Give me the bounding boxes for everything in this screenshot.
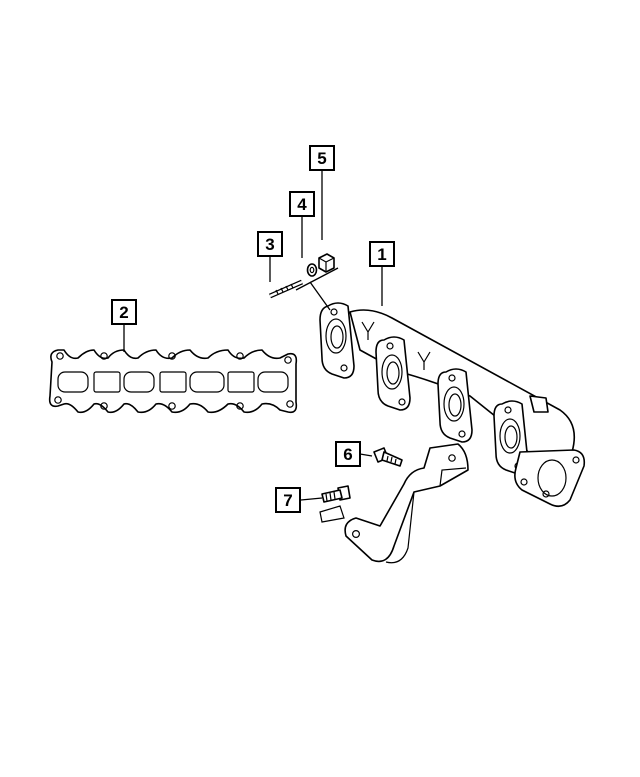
callout-6: 6 bbox=[335, 441, 361, 467]
svg-text:6: 6 bbox=[343, 445, 352, 464]
callout-5: 5 bbox=[309, 145, 335, 171]
callout-2: 2 bbox=[111, 299, 137, 325]
nut[interactable] bbox=[318, 253, 335, 273]
support-bracket[interactable] bbox=[344, 443, 469, 564]
leader-lines bbox=[123, 171, 383, 501]
bolt-7[interactable] bbox=[319, 485, 351, 523]
callout-7: 7 bbox=[275, 487, 301, 513]
exhaust-manifold[interactable] bbox=[319, 302, 586, 508]
callout-4: 4 bbox=[289, 191, 315, 217]
svg-text:3: 3 bbox=[265, 235, 274, 254]
stud[interactable] bbox=[268, 279, 304, 299]
svg-text:4: 4 bbox=[297, 195, 307, 214]
callout-3: 3 bbox=[257, 231, 283, 257]
svg-text:1: 1 bbox=[377, 245, 386, 264]
svg-text:7: 7 bbox=[283, 491, 292, 510]
manifold-gasket[interactable] bbox=[48, 349, 298, 414]
svg-text:2: 2 bbox=[119, 303, 128, 322]
svg-text:5: 5 bbox=[317, 149, 326, 168]
washer[interactable] bbox=[306, 263, 318, 277]
bolt-6[interactable] bbox=[373, 447, 403, 467]
callout-1: 1 bbox=[369, 241, 395, 267]
